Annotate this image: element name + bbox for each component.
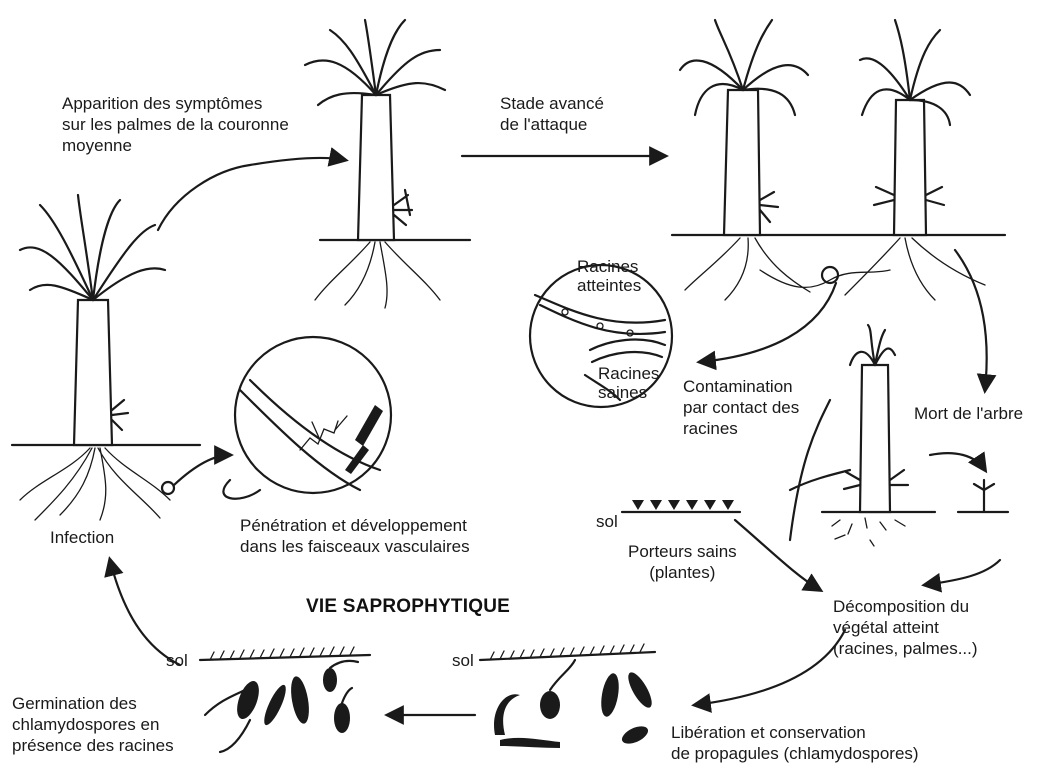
label-roots-affected: Racines atteintes [577,257,641,295]
palm-tree-icon-symptoms [305,20,470,308]
palm-tree-icon-dead [790,325,1008,546]
spore-icon-germination [205,661,358,752]
label-decomposition: Décomposition du végétal atteint (racine… [833,596,978,659]
soil-line-center [480,644,655,660]
label-symptoms: Apparition des symptômes sur les palmes … [62,93,289,156]
label-contamination: Contamination par contact des racines [683,376,799,439]
palm-tree-icon-infection [12,195,200,520]
label-advanced-stage: Stade avancé de l'attaque [500,93,604,135]
soil-line-left [200,647,370,660]
label-soil-center: sol [452,650,474,671]
label-carriers: Porteurs sains (plantes) [628,541,737,583]
label-roots-healthy: Racines saines [598,364,659,402]
label-release: Libération et conservation de propagules… [671,722,919,764]
palm-tree-icon-advanced [672,20,1005,300]
carriers-icon [622,500,740,512]
label-penetration: Pénétration et développement dans les fa… [240,515,470,557]
label-soil-carriers: sol [596,511,618,532]
label-infection: Infection [50,527,114,548]
root-circle-icon-penetration [223,337,391,499]
spore-icon-release [494,660,656,748]
heading-saprophytic: VIE SAPROPHYTIQUE [306,596,510,618]
label-soil-left: sol [166,650,188,671]
label-death: Mort de l'arbre [914,403,1023,424]
label-germination: Germination des chlamydospores en présen… [12,693,174,756]
